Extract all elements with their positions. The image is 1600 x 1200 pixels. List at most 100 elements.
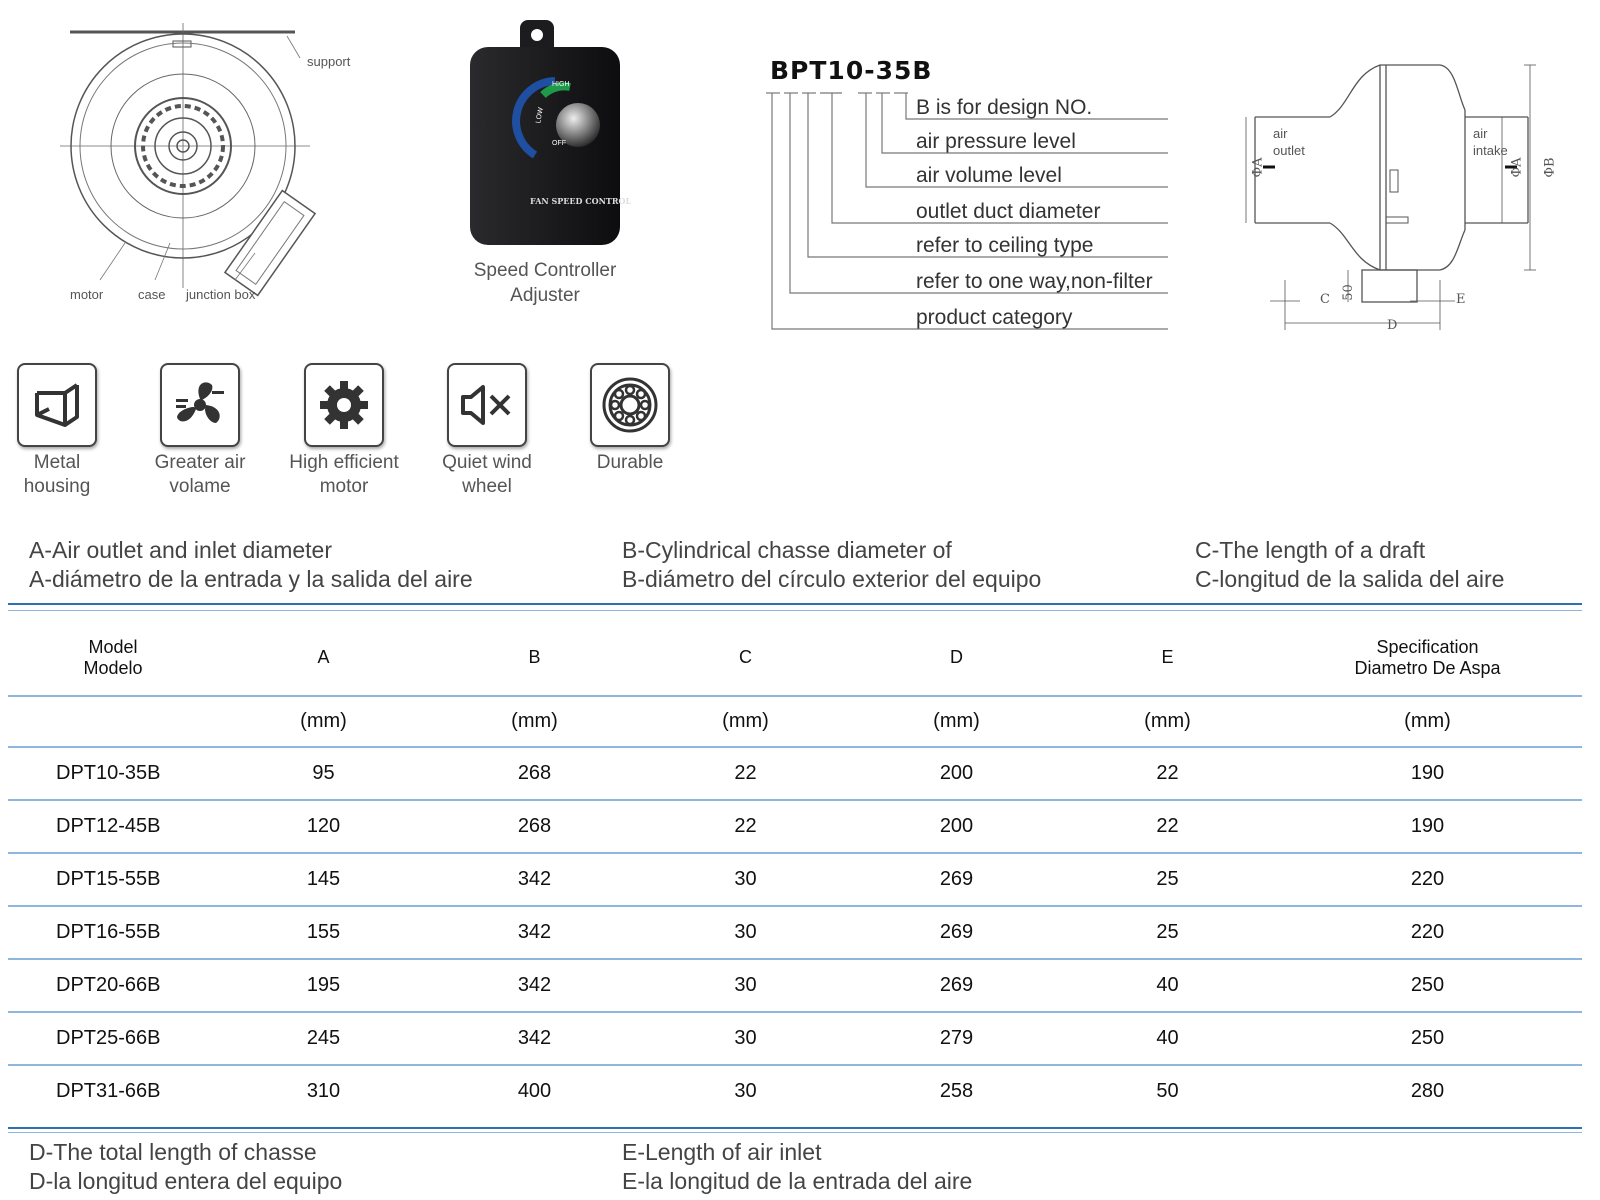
caption-line-2: Adjuster — [510, 285, 580, 306]
phi-a-left-label: ΦA — [1250, 157, 1266, 178]
speed-controller-caption: Speed Controller Adjuster — [455, 258, 635, 308]
value-d: 269 — [851, 959, 1062, 1013]
value-c: 22 — [640, 747, 851, 801]
unit-cell: (mm) — [1273, 696, 1582, 748]
feature-label-2: motor — [319, 476, 369, 497]
value-a: 120 — [218, 800, 429, 854]
value-a: 245 — [218, 1012, 429, 1066]
value-e: 25 — [1062, 906, 1273, 960]
unit-cell: (mm) — [218, 696, 429, 748]
code-part-design: B is for design NO. — [916, 96, 1093, 119]
legend-a-es: A-diámetro de la entrada y la salida del… — [29, 566, 473, 592]
value-b: 268 — [429, 800, 640, 854]
table-row: DPT31-66B 310 400 30 258 50 280 — [8, 1065, 1582, 1117]
table-row: DPT12-45B 120 268 22 200 22 190 — [8, 800, 1582, 854]
header-b: B — [429, 620, 640, 697]
value-spec: 280 — [1410, 1080, 1445, 1102]
value-a: 310 — [306, 1080, 341, 1102]
dimension-drawing — [1245, 64, 1536, 330]
value-d: 279 — [851, 1012, 1062, 1066]
legend-d: D-The total length of chasse D-la longit… — [29, 1138, 342, 1196]
legend-a: A-Air outlet and inlet diameter A-diámet… — [29, 536, 473, 594]
legend-e-en: E-Length of air inlet — [622, 1139, 822, 1165]
metal-housing-icon — [17, 363, 97, 447]
feature-label-2: wheel — [462, 476, 512, 497]
dim-c-label: C — [1320, 292, 1330, 307]
top-divider-thin — [8, 610, 1582, 611]
legend-c: C-The length of a draft C-longitud de la… — [1195, 536, 1504, 594]
junction-box-label: junction box — [186, 287, 256, 302]
legend-c-es: C-longitud de la salida del aire — [1195, 566, 1505, 592]
value-spec: 190 — [1273, 800, 1582, 854]
table-row: DPT20-66B 195 342 30 269 40 250 — [8, 959, 1582, 1013]
value-c: 30 — [640, 959, 851, 1013]
dim-50-label: 50 — [1340, 284, 1356, 301]
feature-label-1: Durable — [596, 452, 664, 473]
value-a: 195 — [218, 959, 429, 1013]
unit-cell: (mm) — [429, 696, 640, 748]
value-e: 40 — [1062, 1012, 1273, 1066]
value-b: 342 — [429, 906, 640, 960]
value-b: 400 — [517, 1080, 552, 1102]
model-cell: DPT20-66B — [8, 959, 218, 1013]
header-c: C — [640, 620, 851, 697]
feature-durable: Durable — [565, 363, 695, 475]
legend-b-en: B-Cylindrical chasse diameter of — [622, 537, 952, 563]
value-b: 342 — [429, 959, 640, 1013]
dim-e-label: E — [1456, 292, 1466, 307]
speaker-mute-icon — [447, 363, 527, 447]
feature-label-1: High efficient — [289, 452, 399, 473]
air-outlet-label-1: air — [1273, 126, 1288, 141]
table-row: DPT25-66B 245 342 30 279 40 250 — [8, 1012, 1582, 1066]
fan-front-drawing — [60, 23, 317, 297]
value-b: 342 — [429, 1012, 640, 1066]
bearing-icon — [590, 363, 670, 447]
value-spec: 250 — [1273, 959, 1582, 1013]
motor-label: motor — [70, 287, 104, 302]
phi-b-label: ΦB — [1542, 157, 1558, 178]
legend-c-en: C-The length of a draft — [1195, 537, 1426, 563]
value-d: 200 — [851, 747, 1062, 801]
top-divider — [8, 603, 1582, 605]
value-e: 50 — [1156, 1080, 1179, 1102]
speed-controller-image — [470, 20, 620, 245]
code-part-one-way: refer to one way,non-filter — [916, 270, 1153, 293]
unit-cell: (mm) — [1062, 696, 1273, 748]
table-row: DPT15-55B 145 342 30 269 25 220 — [8, 853, 1582, 907]
air-outlet-label-2: outlet — [1273, 143, 1305, 158]
value-e: 22 — [1062, 747, 1273, 801]
unit-cell: (mm) — [640, 696, 851, 748]
air-intake-label-2: intake — [1473, 143, 1508, 158]
legend-d-en: D-The total length of chasse — [29, 1139, 317, 1165]
value-c: 22 — [640, 800, 851, 854]
feature-air-volume: Greater air volame — [135, 363, 265, 499]
code-part-volume: air volume level — [916, 164, 1062, 187]
legend-a-en: A-Air outlet and inlet diameter — [29, 537, 332, 563]
value-d: 269 — [851, 853, 1062, 907]
feature-label-2: volame — [169, 476, 231, 497]
controller-device-text: FAN SPEED CONTROL — [530, 196, 632, 206]
feature-label-1: Metal — [33, 452, 81, 473]
model-cell: DPT31-66B — [56, 1080, 161, 1102]
header-d: D — [851, 620, 1062, 697]
header-a: A — [218, 620, 429, 697]
model-code-title: BPT10-35B — [770, 56, 933, 85]
fan-blade-icon — [160, 363, 240, 447]
legend-b: B-Cylindrical chasse diameter of B-diáme… — [622, 536, 1041, 594]
feature-label-1: Greater air — [154, 452, 246, 473]
feature-motor: High efficient motor — [279, 363, 409, 499]
table-row: DPT16-55B 155 342 30 269 25 220 — [8, 906, 1582, 960]
caption-line-1: Speed Controller — [473, 260, 617, 281]
header-spec-en: Specification — [1376, 636, 1479, 657]
value-c: 30 — [640, 853, 851, 907]
code-part-pressure: air pressure level — [916, 130, 1076, 153]
model-cell: DPT10-35B — [8, 747, 218, 801]
phi-a-right-label: ΦA — [1509, 157, 1525, 178]
model-cell: DPT12-45B — [8, 800, 218, 854]
model-code-leader-lines — [766, 92, 1168, 330]
value-c: 30 — [734, 1080, 757, 1102]
